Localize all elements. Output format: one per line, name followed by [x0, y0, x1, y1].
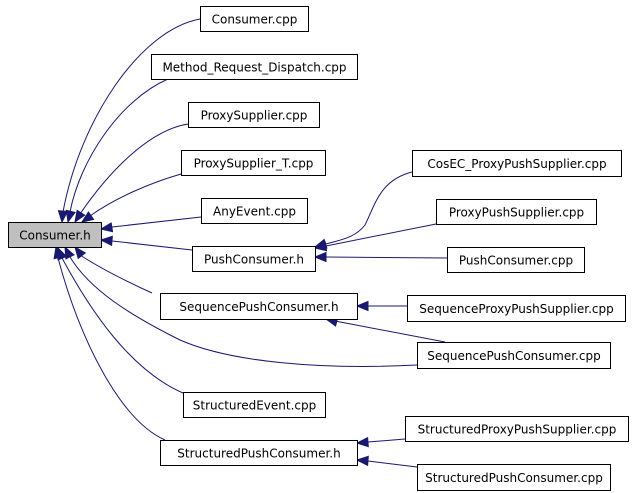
node-box: [181, 150, 326, 176]
node-anyevent-cpp[interactable]: AnyEvent.cpp: [201, 198, 308, 224]
arrowhead-icon: [65, 209, 76, 224]
node-label: StructuredPushConsumer.cpp: [425, 471, 603, 485]
node-structuredpushconsumer-h[interactable]: StructuredPushConsumer.h: [160, 440, 358, 466]
arrowhead-icon: [80, 211, 95, 223]
node-pushconsumer-h[interactable]: PushConsumer.h: [192, 246, 316, 272]
node-consumer-cpp[interactable]: Consumer.cpp: [200, 6, 309, 32]
edge-line: [111, 240, 193, 251]
arrowhead-icon: [99, 235, 113, 247]
arrowhead-icon: [313, 241, 328, 252]
edge-anyevent-cpp-to-consumer-h: [99, 216, 202, 233]
edge-line: [69, 256, 418, 367]
edge-line: [79, 123, 189, 215]
arrowhead-icon: [74, 209, 86, 224]
node-box: [8, 222, 102, 248]
node-label: PushConsumer.h: [204, 253, 304, 267]
arrowhead-icon: [355, 436, 369, 448]
edge-method-request-dispatch-cpp-to-consumer-h: [65, 78, 169, 224]
edge-line: [111, 216, 202, 228]
node-structuredproxypushsupplier-cpp[interactable]: StructuredProxyPushSupplier.cpp: [405, 416, 629, 442]
node-label: StructuredPushConsumer.h: [177, 447, 340, 461]
nodes-layer: Consumer.h Consumer.cppMethod_Request_Dis…: [8, 6, 629, 491]
node-label: ProxySupplier.cpp: [201, 109, 308, 123]
node-sequencepushconsumer-cpp[interactable]: SequencePushConsumer.cpp: [417, 342, 611, 369]
node-method-request-dispatch-cpp[interactable]: Method_Request_Dispatch.cpp: [151, 54, 358, 80]
node-cosec-proxypushsupplier-cpp[interactable]: CosEC_ProxyPushSupplier.cpp: [412, 150, 622, 177]
node-label: StructuredEvent.cpp: [193, 399, 316, 413]
edge-structuredevent-cpp-to-consumer-h: [57, 246, 184, 394]
node-box: [183, 392, 326, 418]
node-label: StructuredProxyPushSupplier.cpp: [418, 423, 617, 437]
node-box: [200, 6, 309, 32]
node-proxysupplier-cpp[interactable]: ProxySupplier.cpp: [188, 102, 320, 128]
node-box: [417, 464, 611, 491]
node-label: AnyEvent.cpp: [213, 205, 296, 219]
node-box: [192, 246, 316, 272]
node-box: [412, 150, 622, 177]
edge-line: [57, 257, 166, 441]
node-pushconsumer-cpp[interactable]: PushConsumer.cpp: [447, 247, 585, 273]
node-label: ProxyPushSupplier.cpp: [449, 206, 584, 220]
node-box: [151, 54, 358, 80]
node-label: ProxySupplier_T.cpp: [194, 157, 314, 171]
node-consumer-h[interactable]: Consumer.h: [8, 222, 102, 248]
node-label: SequencePushConsumer.cpp: [427, 349, 600, 363]
node-label: SequenceProxyPushSupplier.cpp: [419, 302, 614, 316]
node-box: [407, 295, 626, 322]
edge-line: [325, 171, 413, 245]
node-box: [160, 440, 358, 466]
edge-proxysupplier-t-cpp-to-consumer-h: [80, 173, 182, 223]
edge-sequencepushconsumer-cpp-to-consumer-h: [64, 245, 418, 367]
arrowhead-icon: [99, 222, 114, 233]
edge-line: [367, 460, 418, 468]
arrowhead-icon: [64, 245, 75, 260]
node-label: SequencePushConsumer.h: [179, 300, 338, 314]
arrowhead-icon: [53, 245, 64, 260]
edge-structuredproxypushsupplier-cpp-to-structuredpushconsumer-h: [355, 436, 406, 448]
node-label: CosEC_ProxyPushSupplier.cpp: [427, 157, 606, 171]
edge-structuredpushconsumer-h-to-consumer-h: [53, 245, 166, 441]
arrowhead-icon: [74, 245, 87, 260]
node-sequenceproxypushsupplier-cpp[interactable]: SequenceProxyPushSupplier.cpp: [407, 295, 626, 322]
node-structuredevent-cpp[interactable]: StructuredEvent.cpp: [183, 392, 326, 418]
node-label: PushConsumer.cpp: [459, 254, 573, 268]
edge-sequenceproxypushsupplier-cpp-to-sequencepushconsumer-h: [355, 300, 407, 312]
edge-cosec-proxypushsupplier-cpp-to-pushconsumer-h: [313, 171, 413, 249]
node-box: [405, 416, 629, 442]
node-structuredpushconsumer-cpp[interactable]: StructuredPushConsumer.cpp: [417, 464, 611, 491]
edge-line: [334, 320, 446, 343]
edge-line: [79, 254, 153, 294]
edges-layer: [53, 18, 448, 468]
arrowhead-icon: [355, 455, 369, 467]
node-box: [160, 293, 358, 320]
node-box: [188, 102, 320, 128]
node-label: Method_Request_Dispatch.cpp: [162, 61, 346, 75]
edge-line: [367, 438, 406, 443]
edge-line: [62, 18, 201, 213]
edge-sequencepushconsumer-h-to-consumer-h: [74, 245, 153, 294]
edge-line: [325, 256, 448, 259]
edge-line: [89, 173, 182, 217]
arrowhead-icon: [57, 210, 69, 224]
edge-pushconsumer-h-to-consumer-h: [99, 235, 193, 251]
node-label: Consumer.cpp: [212, 13, 298, 27]
node-box: [201, 198, 308, 224]
edge-proxypushsupplier-cpp-to-pushconsumer-h: [313, 223, 437, 252]
node-proxypushsupplier-cpp[interactable]: ProxyPushSupplier.cpp: [436, 199, 597, 225]
node-box: [436, 199, 597, 225]
arrowhead-icon: [355, 300, 369, 312]
edge-line: [61, 257, 184, 394]
edge-line: [325, 223, 437, 247]
node-sequencepushconsumer-h[interactable]: SequencePushConsumer.h: [160, 293, 358, 320]
node-box: [417, 342, 611, 369]
node-proxysupplier-t-cpp[interactable]: ProxySupplier_T.cpp: [181, 150, 326, 176]
edge-pushconsumer-cpp-to-pushconsumer-h: [313, 251, 448, 263]
edge-proxysupplier-cpp-to-consumer-h: [74, 123, 189, 224]
arrowhead-icon: [313, 251, 327, 263]
edge-structuredpushconsumer-cpp-to-structuredpushconsumer-h: [355, 455, 418, 468]
node-label: Consumer.h: [19, 229, 91, 243]
edge-line: [69, 78, 169, 213]
edge-consumer-cpp-to-consumer-h: [57, 18, 201, 224]
node-box: [447, 247, 585, 273]
